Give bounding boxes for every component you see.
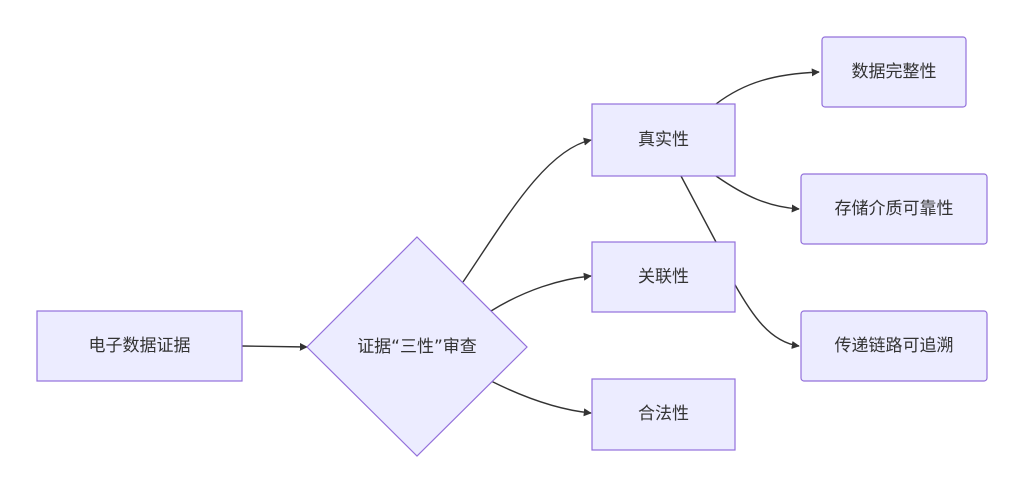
edge-review-to-authenticity bbox=[462, 137, 592, 283]
edge-authenticity-to-integrity bbox=[715, 68, 820, 105]
node-review-label: 证据“三性”审查 bbox=[357, 337, 477, 357]
node-chain: 传递链路可追溯 bbox=[800, 310, 988, 382]
node-review: 证据“三性”审查 bbox=[306, 236, 528, 457]
node-integrity-label: 数据完整性 bbox=[852, 62, 937, 82]
edge-review-to-legality bbox=[490, 380, 592, 417]
node-relevance: 关联性 bbox=[591, 241, 736, 313]
edge-authenticity-to-chain bbox=[680, 175, 799, 346]
edge-review-to-relevance bbox=[490, 272, 592, 312]
node-authenticity: 真实性 bbox=[591, 103, 736, 177]
node-evidence: 电子数据证据 bbox=[36, 310, 243, 382]
edge-evidence-to-review bbox=[241, 342, 308, 351]
edge-authenticity-to-storage bbox=[715, 175, 800, 213]
node-integrity: 数据完整性 bbox=[821, 36, 967, 108]
node-chain-label: 传递链路可追溯 bbox=[835, 336, 954, 356]
node-legality-label: 合法性 bbox=[638, 404, 689, 424]
node-evidence-label: 电子数据证据 bbox=[89, 336, 191, 356]
edges bbox=[241, 68, 820, 417]
node-storage: 存储介质可靠性 bbox=[800, 173, 988, 245]
node-authenticity-label: 真实性 bbox=[638, 130, 689, 150]
node-legality: 合法性 bbox=[591, 378, 736, 451]
node-storage-label: 存储介质可靠性 bbox=[835, 199, 954, 219]
node-relevance-label: 关联性 bbox=[638, 267, 689, 287]
